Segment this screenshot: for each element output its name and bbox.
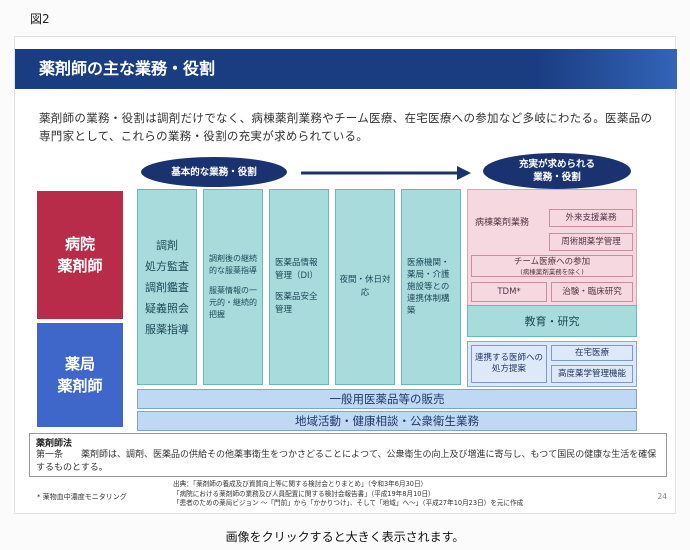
team-medicine-box: チーム医療への参加 (病棟薬剤業務を除く) xyxy=(471,255,633,277)
community-activity-bar: 地域活動・健康相談・公衆衛生業務 xyxy=(137,411,637,431)
otc-sales-bar: 一般用医薬品等の販売 xyxy=(137,389,637,409)
ward-duties-label: 病棟薬剤業務 xyxy=(475,218,530,228)
clinical-trial-box: 治験・臨床研究 xyxy=(551,282,633,302)
law-body: 第一条 薬剤師は、調剤、医薬品の供給その他薬事衛生をつかさどることによつて、公衆… xyxy=(36,450,657,473)
home-care-box: 在宅医療 xyxy=(551,345,633,361)
pharmacy-pharmacist-label: 薬局 薬剤師 xyxy=(37,323,123,427)
night-holiday-column: 夜間・休日対応 xyxy=(335,189,395,385)
law-title: 薬剤師法 xyxy=(36,439,73,449)
tdm-box: TDM* xyxy=(471,282,547,302)
education-research-box: 教育・研究 xyxy=(467,305,637,337)
col3-text-a: 医薬品情報管理（DI） xyxy=(275,258,319,281)
drug-info-column: 医薬品情報管理（DI） 医薬品安全管理 xyxy=(269,189,329,385)
perioperative-box: 周術期薬学管理 xyxy=(549,233,633,251)
figure-image[interactable]: 薬剤師の主な業務・役割 薬剤師の業務・役割は調剤だけでなく、病棟薬剤業務やチーム… xyxy=(14,36,677,514)
page-number: 24 xyxy=(657,492,667,501)
source-notes: 出典：「薬剤師の養成及び資質向上等に関する検討会とりまとめ」（令和3年6月30日… xyxy=(173,480,524,507)
col1-item: 服薬指導 xyxy=(145,322,189,336)
col1-item: 調剤鑑査 xyxy=(145,280,189,294)
col5-text: 医療機関・薬局・介護施設等との連携体制構築 xyxy=(407,258,450,316)
hospital-pharmacist-label: 病院 薬剤師 xyxy=(37,191,123,319)
col1-item: 調剤 xyxy=(156,238,178,252)
outpatient-support-box: 外来支援業務 xyxy=(549,209,633,227)
advanced-management-box: 高度薬学管理機能 xyxy=(551,365,633,383)
cooperation-column: 医療機関・薬局・介護施設等との連携体制構築 xyxy=(401,189,461,385)
figure-label: 図2 xyxy=(30,12,50,26)
tdm-footnote: * 薬物血中濃度モニタリング xyxy=(37,493,127,501)
team-medicine-sub: (病棟薬剤業務を除く) xyxy=(520,267,584,276)
col2-text-a: 調剤後の継続的な服薬指導 xyxy=(209,254,257,275)
right-arrow-icon xyxy=(301,166,471,180)
prescription-proposal-box: 連携する医師への処方提案 xyxy=(471,345,547,383)
col2-text-b: 服薬情報の一元的・継続的把握 xyxy=(209,286,257,319)
basic-duties-oval: 基本的な業務・役割 xyxy=(141,157,287,187)
col1-item: 処方監査 xyxy=(145,259,189,273)
intro-text: 薬剤師の業務・役割は調剤だけでなく、病棟薬剤業務やチーム医療、在宅医療への参加な… xyxy=(39,111,653,143)
click-to-enlarge-caption: 画像をクリックすると大きく表示されます。 xyxy=(225,530,465,544)
dispensing-column: 調剤 処方監査 調剤鑑査 疑義照会 服薬指導 xyxy=(137,189,197,385)
team-medicine-label: チーム医療への参加 xyxy=(513,256,591,267)
col3-text-b: 医薬品安全管理 xyxy=(275,292,318,315)
slide-title: 薬剤師の主な業務・役割 xyxy=(15,49,677,89)
col1-item: 疑義照会 xyxy=(145,301,189,315)
enhanced-duties-oval: 充実が求められる 業務・役割 xyxy=(483,153,631,189)
followup-column: 調剤後の継続的な服薬指導 服薬情報の一元的・継続的把握 xyxy=(203,189,263,385)
pharmacist-law-box: 薬剤師法 第一条 薬剤師は、調剤、医薬品の供給その他薬事衛生をつかさどることによ… xyxy=(29,433,667,477)
col4-text: 夜間・休日対応 xyxy=(339,275,391,298)
